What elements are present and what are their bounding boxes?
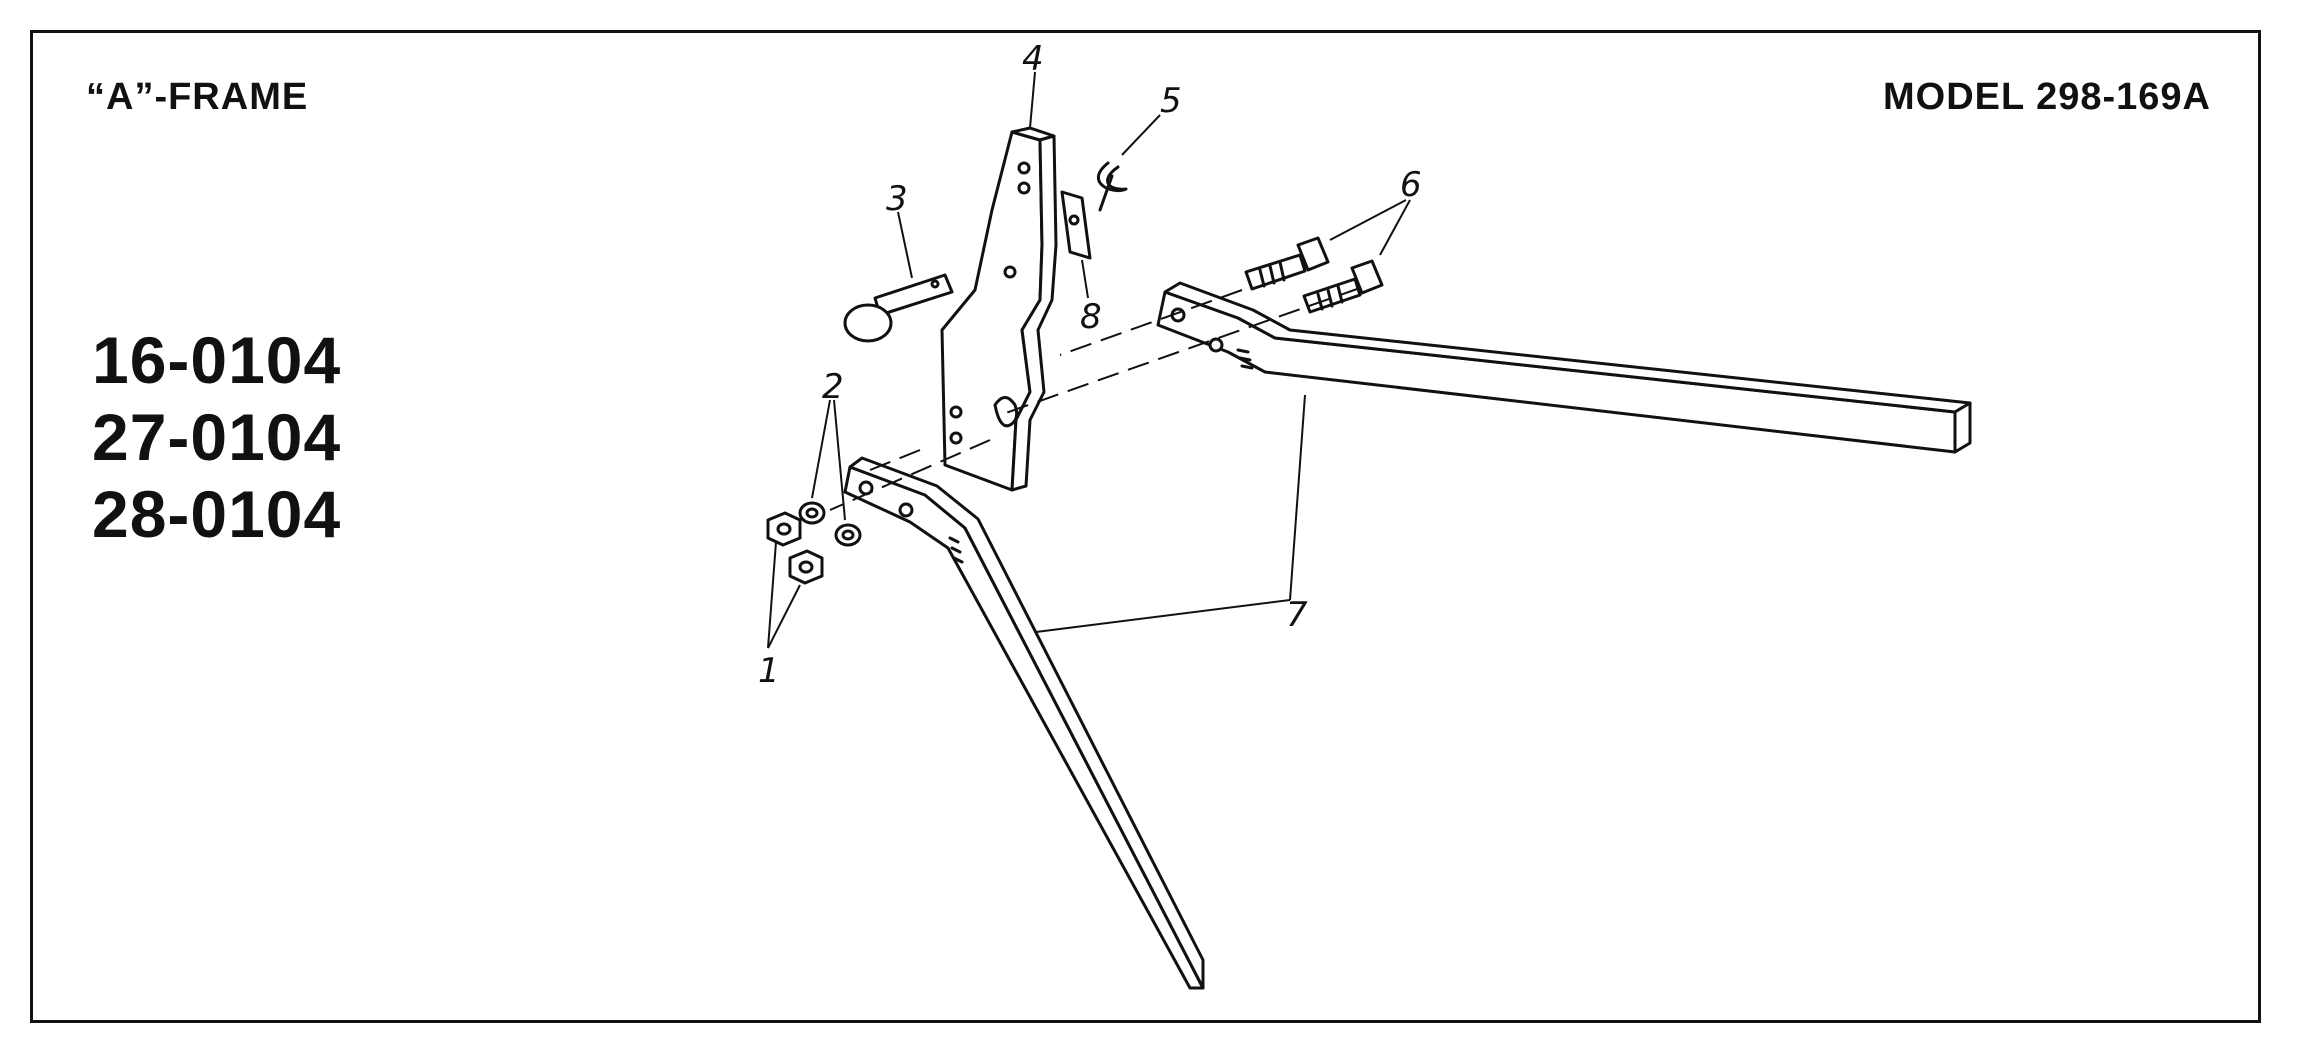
part-number: 16-0104 [92, 323, 342, 397]
lock-washers [798, 501, 862, 547]
frame-arm-right [1156, 281, 1972, 454]
leader-lines [767, 71, 1411, 649]
mounting-bracket [940, 126, 1058, 492]
callout-3: 3 [886, 179, 908, 219]
callout-5: 5 [1160, 81, 1182, 121]
part-number: 27-0104 [92, 400, 342, 474]
callout-8: 8 [1080, 297, 1102, 337]
hairpin-pin [1097, 161, 1128, 212]
hex-bolts [1244, 236, 1384, 314]
part-number: 28-0104 [92, 477, 342, 551]
callout-2: 2 [822, 367, 844, 407]
hex-nuts [766, 511, 824, 585]
callout-7: 7 [1286, 595, 1308, 635]
assembly-lines [829, 287, 1361, 511]
drawing-border [30, 30, 2261, 1023]
callout-6: 6 [1400, 165, 1422, 205]
part-number-list: 16-0104 27-0104 28-0104 [92, 322, 341, 553]
callout-4: 4 [1022, 39, 1044, 79]
frame-arm-left [843, 456, 1205, 990]
clevis-pin [843, 273, 954, 343]
drawing-title: “A”-FRAME [86, 76, 309, 118]
spacer-plate [1060, 190, 1092, 260]
callout-1: 1 [758, 651, 780, 691]
model-number: MODEL 298-169A [1883, 76, 2211, 118]
